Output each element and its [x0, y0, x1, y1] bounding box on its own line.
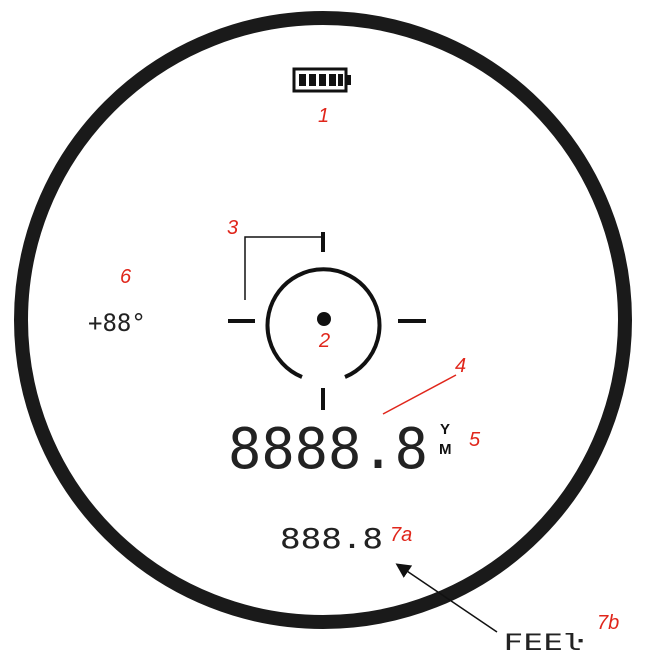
unit-meters: M: [439, 441, 452, 458]
reticle: [228, 232, 426, 410]
callout-3: 3: [227, 217, 238, 239]
eyepiece-outline: [14, 11, 632, 629]
mode-arrow: [395, 563, 498, 633]
callout-7b: 7b: [597, 612, 619, 634]
distance-leader-line: [382, 374, 457, 415]
callout-5: 5: [469, 429, 481, 451]
mode-label: FEEŀ: [503, 631, 584, 656]
callout-6: 6: [120, 266, 132, 288]
distance-readout: 8888.8: [228, 417, 428, 482]
callout-4: 4: [455, 355, 466, 377]
angle-readout: +88°: [88, 309, 146, 337]
unit-yards: Y: [440, 421, 450, 438]
battery-icon: [292, 67, 351, 93]
center-dot: [317, 312, 331, 326]
callout-1: 1: [318, 105, 329, 127]
callout-2: 2: [318, 330, 330, 352]
secondary-readout: 888.8: [280, 522, 383, 555]
reticle-leader-line: [244, 236, 323, 300]
callout-7a: 7a: [390, 524, 412, 546]
